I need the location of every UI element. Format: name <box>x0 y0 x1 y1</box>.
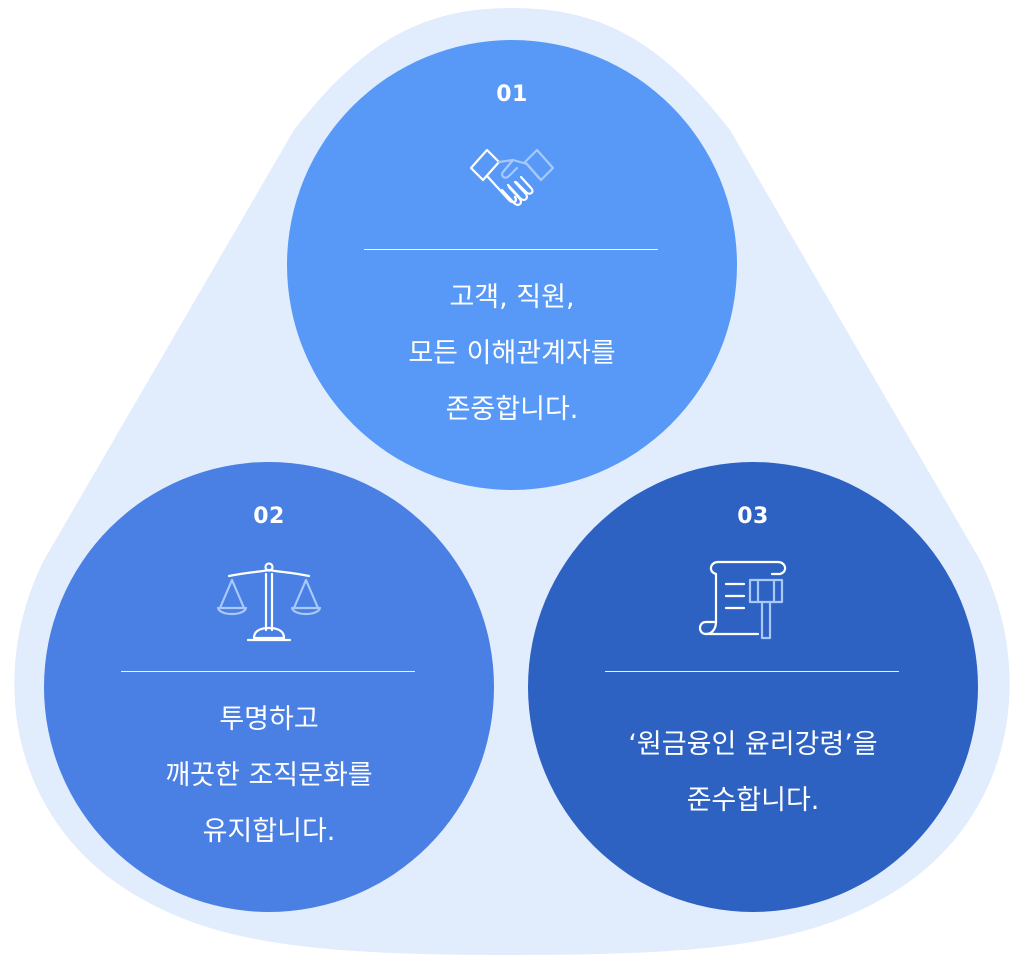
value-text-line: 깨끗한 조직문화를 <box>165 760 373 791</box>
divider-line <box>605 671 899 672</box>
value-text-line: 모든 이해관계자를 <box>408 338 616 369</box>
value-number: 02 <box>253 504 285 529</box>
value-text-line: 존중합니다. <box>445 394 579 425</box>
value-text-line: 유지합니다. <box>202 816 336 847</box>
handshake-icon <box>469 148 555 206</box>
value-circle-02: 02 투명하고 깨끗한 조직문화를 유지합니 <box>44 462 494 912</box>
value-text: 고객, 직원, 모든 이해관계자를 존중합니다. <box>307 270 717 438</box>
value-number: 03 <box>737 504 769 529</box>
divider-line <box>364 249 658 250</box>
value-text-line: 준수합니다. <box>686 785 820 816</box>
value-circle-03: 03 ‘원금융인 윤리강령’을 준수합니다. <box>528 462 978 912</box>
value-circle-01: 01 고객, 직원, 모든 이해관계자를 존중합니다. <box>287 40 737 490</box>
value-text: ‘원금융인 윤리강령’을 준수합니다. <box>548 717 958 829</box>
scales-icon <box>216 562 322 642</box>
value-text-line: ‘원금융인 윤리강령’을 <box>628 729 878 760</box>
value-number: 01 <box>496 82 528 107</box>
value-text-line: 투명하고 <box>219 704 319 735</box>
divider-line <box>121 671 415 672</box>
value-text: 투명하고 깨끗한 조직문화를 유지합니다. <box>64 692 474 860</box>
gavel-scroll-icon <box>698 560 787 640</box>
value-text-line: 고객, 직원, <box>449 282 575 313</box>
